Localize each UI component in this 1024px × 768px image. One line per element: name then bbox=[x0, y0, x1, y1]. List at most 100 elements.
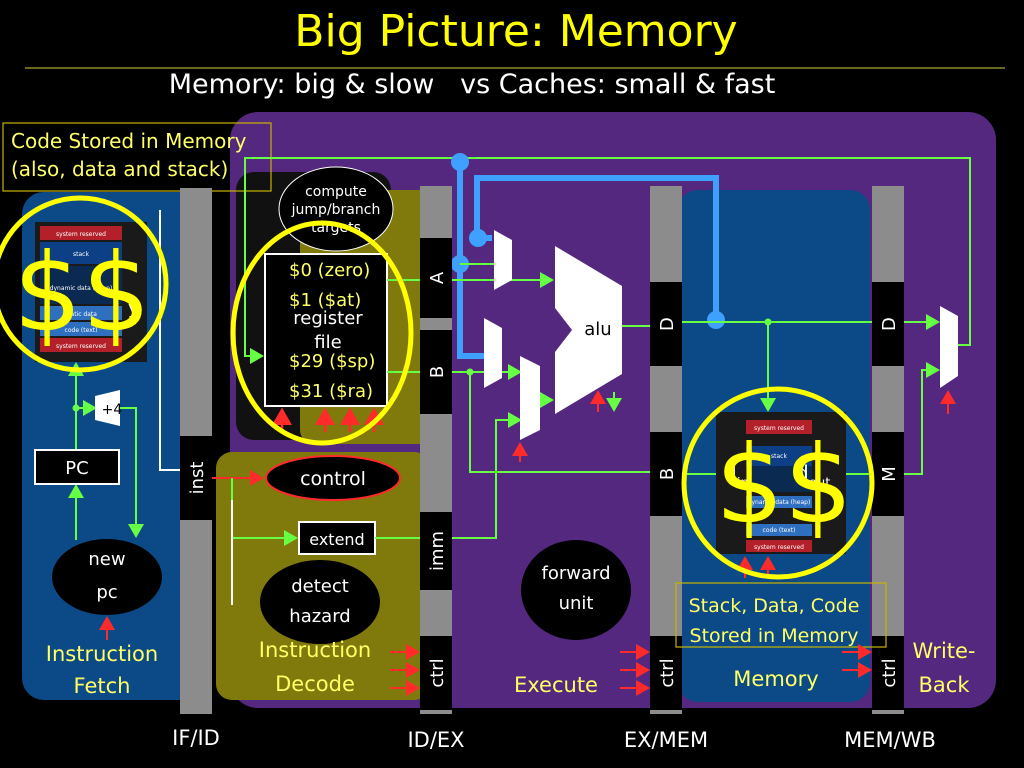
ex-mem-label: EX/MEM bbox=[624, 728, 708, 752]
memmap-label: stack bbox=[73, 251, 89, 258]
slide-title: Big Picture: Memory bbox=[294, 6, 737, 57]
stack-note-line-1: Stack, Data, Code bbox=[689, 595, 860, 617]
wire-junction bbox=[451, 153, 469, 171]
code-note-line-1: Code Stored in Memory bbox=[11, 129, 247, 153]
ctrl-field-exmem bbox=[650, 636, 682, 710]
plus4-label: +4 bbox=[102, 402, 123, 418]
if-id-label: IF/ID bbox=[172, 726, 220, 750]
reg-zero: $0 (zero) bbox=[289, 260, 370, 281]
a-field-label: A bbox=[427, 271, 448, 284]
memmap-label: stack bbox=[771, 453, 787, 460]
reg-at: $1 ($at) bbox=[289, 290, 361, 311]
regfile-label-1: register bbox=[293, 308, 363, 329]
register-file bbox=[264, 253, 388, 407]
forward-unit-line-2: unit bbox=[559, 593, 594, 614]
fetch-stage-label-1: Instruction bbox=[46, 642, 158, 666]
ctrl-field-idex-label: ctrl bbox=[427, 658, 448, 687]
control-label: control bbox=[300, 468, 366, 490]
m-to-wbmux-wire bbox=[904, 362, 940, 475]
reg-sp: $29 ($sp) bbox=[289, 351, 375, 372]
alu-src-mux bbox=[520, 356, 540, 440]
code-note-line-2: (also, data and stack) bbox=[11, 157, 228, 181]
compute-jump-line-1: compute bbox=[305, 184, 367, 200]
dcache-symbol: $$ bbox=[715, 423, 852, 548]
regfile-label-2: file bbox=[314, 332, 341, 353]
ctrl-field-exmem-label: ctrl bbox=[657, 658, 678, 687]
stack-note-line-2: Stored in Memory bbox=[690, 625, 859, 647]
memmap-label: code (text) bbox=[763, 527, 796, 534]
din-label: d bbox=[724, 461, 737, 485]
hazard-line-2: hazard bbox=[289, 606, 350, 627]
memmap-label: static data bbox=[65, 311, 97, 318]
pc-label: PC bbox=[65, 458, 88, 479]
wbmux-out-wire bbox=[958, 190, 971, 346]
regfile-highlight-circle bbox=[230, 220, 414, 446]
din-subscript: in bbox=[737, 476, 749, 491]
memmap-row bbox=[746, 420, 812, 434]
imem-label: y bbox=[128, 298, 139, 319]
memmap-row bbox=[746, 466, 812, 492]
dout-subscript: out bbox=[809, 476, 830, 491]
compute-jump-targets bbox=[278, 166, 394, 252]
forward-mux-b bbox=[484, 318, 502, 388]
memmap-label: system reserved bbox=[754, 544, 804, 551]
memmap-row bbox=[40, 242, 122, 264]
imm-field-label: imm bbox=[427, 531, 448, 571]
compute-jump-line-2: jump/branch bbox=[291, 202, 381, 218]
inst-field bbox=[180, 436, 212, 520]
memmap-row bbox=[40, 306, 122, 320]
wire-junction bbox=[466, 368, 474, 376]
imm-field bbox=[420, 512, 452, 590]
inst-wire bbox=[159, 210, 180, 471]
slide-subtitle: Memory: big & slow vs Caches: small & fa… bbox=[169, 69, 776, 100]
d-field-memwb bbox=[872, 282, 904, 366]
stack-note-box bbox=[675, 582, 887, 648]
memmap-row bbox=[746, 524, 812, 536]
new-pc-line-1: new bbox=[88, 549, 125, 570]
fetch-stage-label-2: Fetch bbox=[74, 674, 131, 698]
memmap-row bbox=[40, 338, 122, 352]
reg-ra: $31 ($ra) bbox=[289, 381, 373, 402]
icache-symbol: $$ bbox=[13, 231, 150, 356]
forward-unit bbox=[521, 540, 631, 640]
memmap-row bbox=[746, 446, 812, 466]
memmap-label: dynamic data (heap) bbox=[50, 285, 113, 292]
m-field-memwb-label: M bbox=[879, 466, 900, 482]
memmap-row bbox=[40, 266, 122, 304]
hazard-detection-unit bbox=[260, 560, 380, 644]
wire-junction bbox=[469, 229, 487, 247]
b-field-label: B bbox=[427, 366, 448, 378]
decode-stage-label-1: Instruction bbox=[259, 638, 371, 662]
memmap-label: system reserved bbox=[56, 231, 106, 238]
d-field-memwb-label: D bbox=[879, 317, 900, 331]
d-field-exmem bbox=[650, 282, 682, 366]
memory-stage-label: Memory bbox=[733, 667, 818, 691]
memmap-row bbox=[746, 496, 812, 508]
forward-mux-a bbox=[494, 230, 512, 290]
decode-stage-label-2: Decode bbox=[275, 672, 355, 696]
dcache-highlight-circle bbox=[681, 386, 875, 580]
new-pc-line-2: pc bbox=[96, 582, 117, 603]
inst-field-label: inst bbox=[187, 462, 208, 495]
b-field-exmem-label: B bbox=[657, 468, 678, 480]
memmap-label: code (text) bbox=[65, 327, 98, 334]
hazard-line-1: detect bbox=[291, 576, 349, 597]
wire-junction bbox=[707, 311, 725, 329]
ctrl-field-memwb bbox=[872, 636, 904, 710]
writeback-feedback-wire bbox=[244, 157, 971, 364]
mem-wb-label: MEM/WB bbox=[844, 728, 936, 752]
memmap-label: dynamic data (heap) bbox=[748, 499, 811, 506]
a-field bbox=[420, 238, 452, 318]
memmap-row bbox=[40, 226, 122, 240]
writeback-stage-label-1: Write- bbox=[912, 639, 975, 663]
control-unit bbox=[265, 455, 401, 501]
forward-wire-1 bbox=[457, 162, 484, 359]
b-to-exmem-wire bbox=[469, 372, 650, 473]
b-field bbox=[420, 330, 452, 414]
id-ex-label: ID/EX bbox=[407, 728, 464, 752]
ctrl-field-memwb-label: ctrl bbox=[879, 658, 900, 687]
pc-register bbox=[34, 449, 120, 485]
wire-junction bbox=[764, 318, 772, 326]
new-pc bbox=[52, 539, 162, 615]
